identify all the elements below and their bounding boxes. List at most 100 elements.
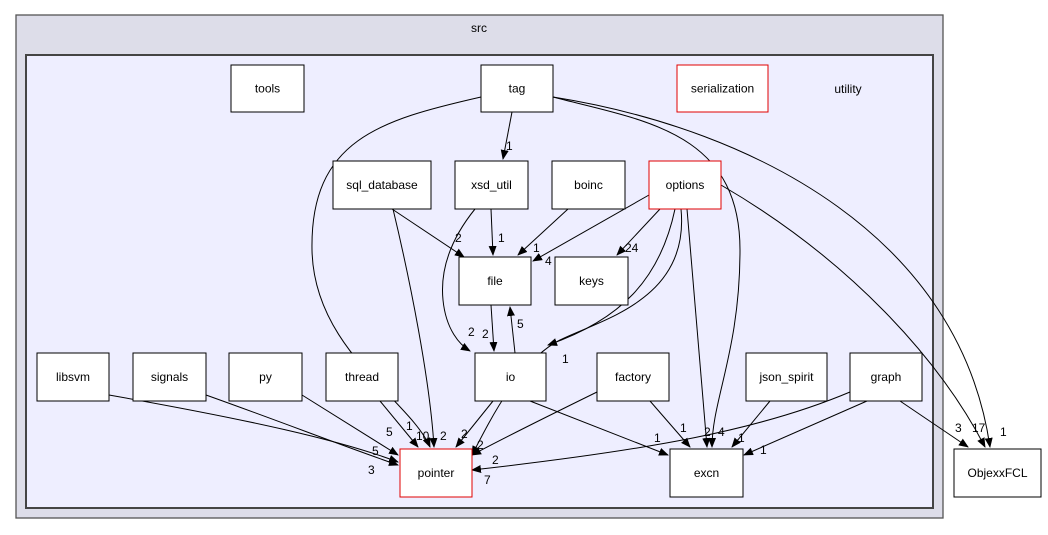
node-tag[interactable]: tag bbox=[480, 64, 554, 113]
edge-count-label[interactable]: 5 bbox=[386, 425, 393, 439]
node-label: py bbox=[259, 370, 272, 384]
node-label: excn bbox=[694, 466, 719, 480]
edge-count-label[interactable]: 2 bbox=[477, 438, 484, 452]
edge-count-label[interactable]: 1 bbox=[406, 419, 413, 433]
edge-options-to-pointer[interactable] bbox=[471, 208, 683, 456]
edge-graph-to-ObjexxFCL[interactable] bbox=[899, 400, 969, 448]
node-serialization[interactable]: serialization bbox=[676, 64, 769, 113]
node-label: signals bbox=[151, 370, 188, 384]
edge-graph-to-pointer[interactable] bbox=[471, 391, 851, 473]
node-xsd_util[interactable]: xsd_util bbox=[454, 160, 529, 210]
edge-io-to-file[interactable] bbox=[506, 306, 516, 354]
node-box bbox=[648, 160, 722, 210]
node-keys[interactable]: keys bbox=[554, 256, 629, 306]
edge-count-label[interactable]: 24 bbox=[625, 241, 639, 255]
node-box bbox=[230, 64, 305, 113]
edge-libsvm-to-pointer[interactable] bbox=[108, 394, 399, 463]
edge-count-label[interactable]: 2 bbox=[455, 231, 462, 245]
edge-count-label[interactable]: 5 bbox=[372, 444, 379, 458]
edge-tag-to-excn[interactable] bbox=[552, 96, 741, 448]
edge-count-label[interactable]: 4 bbox=[718, 425, 725, 439]
edge-options-to-io[interactable] bbox=[547, 208, 676, 346]
node-box bbox=[953, 448, 1042, 498]
edge-count-label[interactable]: 2 bbox=[482, 327, 489, 341]
edge-count-label[interactable]: 4 bbox=[545, 254, 552, 268]
node-options[interactable]: options bbox=[648, 160, 722, 210]
edge-count-label[interactable]: 1 bbox=[738, 431, 745, 445]
edge-options-to-ObjexxFCL[interactable] bbox=[720, 184, 986, 448]
edge-file-to-io[interactable] bbox=[489, 304, 498, 352]
edge-count-label[interactable]: 2 bbox=[440, 429, 447, 443]
edge-count-label[interactable]: 7 bbox=[484, 473, 491, 487]
edge-count-label[interactable]: 2 bbox=[468, 325, 475, 339]
edge-io-to-excn[interactable] bbox=[529, 400, 669, 456]
cluster-src-label: src bbox=[471, 21, 487, 35]
node-boinc[interactable]: boinc bbox=[551, 160, 626, 210]
node-label: graph bbox=[871, 370, 902, 384]
node-box bbox=[596, 352, 670, 402]
edge-options-to-file[interactable] bbox=[532, 194, 650, 262]
node-label: tag bbox=[509, 82, 526, 96]
node-label: keys bbox=[579, 274, 604, 288]
node-sql_database[interactable]: sql_database bbox=[332, 160, 432, 210]
node-pointer[interactable]: pointer bbox=[399, 448, 473, 498]
edge-tag-to-xsd_util[interactable] bbox=[500, 111, 513, 160]
node-label: pointer bbox=[418, 466, 455, 480]
edge-options-to-excn[interactable] bbox=[686, 208, 711, 448]
node-box bbox=[676, 64, 769, 113]
node-label: sql_database bbox=[346, 178, 418, 192]
edge-boinc-to-file[interactable] bbox=[517, 208, 569, 256]
edge-count-label[interactable]: 2 bbox=[492, 453, 499, 467]
node-json_spirit[interactable]: json_spirit bbox=[745, 352, 828, 402]
edge-count-label[interactable]: 2 bbox=[461, 427, 468, 441]
edge-count-label[interactable]: 1 bbox=[533, 241, 540, 255]
edge-count-label[interactable]: 17 bbox=[972, 421, 986, 435]
node-box bbox=[745, 352, 828, 402]
edge-sql_database-to-file[interactable] bbox=[391, 208, 465, 258]
edge-count-label[interactable]: 1 bbox=[1000, 425, 1007, 439]
node-label: json_spirit bbox=[758, 370, 814, 384]
edge-py-to-pointer[interactable] bbox=[301, 394, 399, 456]
edge-count-label[interactable]: 1 bbox=[680, 421, 687, 435]
edge-xsd_util-to-io[interactable] bbox=[442, 208, 476, 352]
edge-count-label[interactable]: 1 bbox=[654, 431, 661, 445]
edge-io-to-pointer[interactable] bbox=[455, 400, 494, 448]
edge-xsd_util-to-file[interactable] bbox=[488, 208, 497, 256]
node-label: libsvm bbox=[56, 370, 90, 384]
edge-count-label[interactable]: 2 bbox=[704, 425, 711, 439]
edge-count-label[interactable]: 1 bbox=[498, 231, 505, 245]
node-box bbox=[132, 352, 207, 402]
edge-count-label[interactable]: 3 bbox=[955, 421, 962, 435]
node-label: ObjexxFCL bbox=[967, 466, 1027, 480]
edge-factory-to-excn[interactable] bbox=[649, 400, 691, 448]
edge-factory-to-pointer[interactable] bbox=[471, 391, 598, 456]
edge-graph-to-excn[interactable] bbox=[743, 400, 868, 456]
node-file[interactable]: file bbox=[458, 256, 532, 306]
edge-count-label[interactable]: 1 bbox=[760, 443, 767, 457]
node-tools[interactable]: tools bbox=[230, 64, 305, 113]
edge-tag-to-ObjexxFCL[interactable] bbox=[552, 96, 993, 448]
edge-signals-to-pointer[interactable] bbox=[205, 394, 399, 466]
node-thread[interactable]: thread bbox=[325, 352, 399, 402]
node-signals[interactable]: signals bbox=[132, 352, 207, 402]
edge-sql_database-to-pointer[interactable] bbox=[392, 208, 438, 448]
node-label: boinc bbox=[574, 178, 603, 192]
node-excn[interactable]: excn bbox=[669, 448, 744, 498]
node-ObjexxFCL[interactable]: ObjexxFCL bbox=[953, 448, 1042, 498]
edge-count-label[interactable]: 5 bbox=[517, 317, 524, 331]
node-box bbox=[458, 256, 532, 306]
edge-thread-to-pointer[interactable] bbox=[379, 400, 419, 448]
node-io[interactable]: io bbox=[474, 352, 547, 402]
edge-json_spirit-to-excn[interactable] bbox=[731, 400, 771, 448]
node-graph[interactable]: graph bbox=[849, 352, 923, 402]
node-libsvm[interactable]: libsvm bbox=[36, 352, 110, 402]
edge-options-to-keys[interactable] bbox=[616, 208, 661, 256]
edge-count-label[interactable]: 1 bbox=[506, 139, 513, 153]
node-py[interactable]: py bbox=[228, 352, 303, 402]
node-box bbox=[551, 160, 626, 210]
node-box bbox=[36, 352, 110, 402]
edge-count-label[interactable]: 1 bbox=[562, 352, 569, 366]
edge-count-label[interactable]: 10 bbox=[416, 429, 430, 443]
edge-count-label[interactable]: 3 bbox=[368, 463, 375, 477]
node-factory[interactable]: factory bbox=[596, 352, 670, 402]
